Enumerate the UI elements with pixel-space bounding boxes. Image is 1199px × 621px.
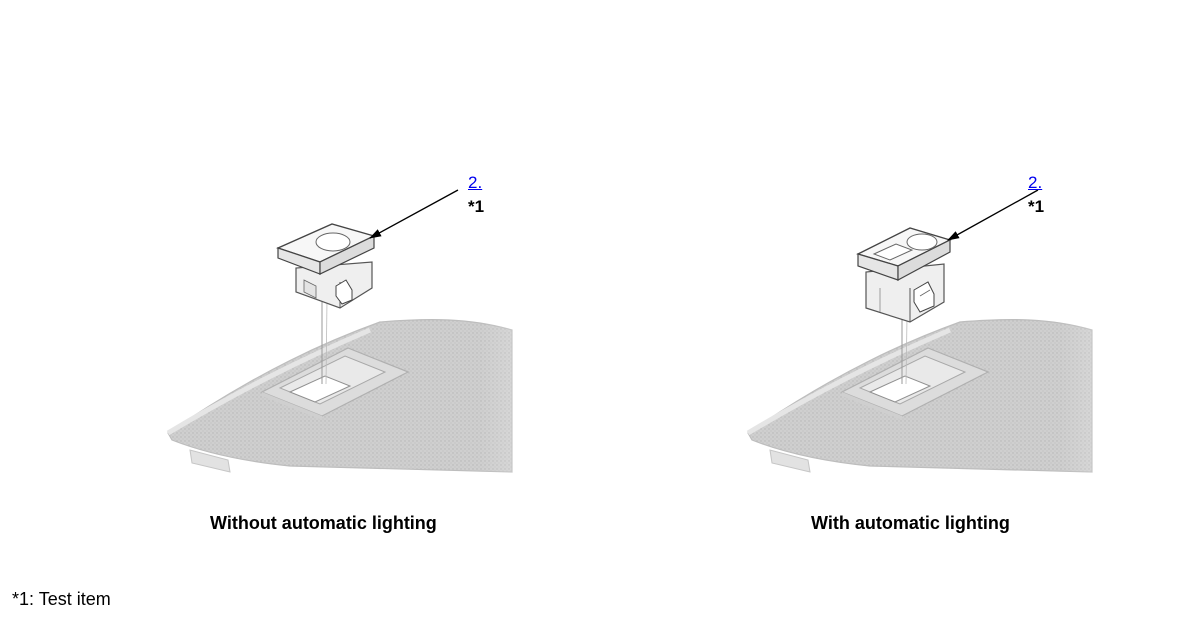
footnote-legend: *1: Test item [12, 589, 111, 609]
leader-arrow [369, 189, 459, 239]
illustration-with-automatic-lighting [580, 0, 1180, 560]
panel-without-automatic-lighting: 2. *1 Without automatic lighting [0, 0, 600, 560]
mounting-recess [260, 347, 410, 420]
illustration-without-automatic-lighting [0, 0, 600, 560]
caption: Without automatic lighting [210, 513, 437, 533]
callout-step-link[interactable]: 2. [468, 173, 483, 192]
caption: With automatic lighting [811, 513, 1010, 533]
callout-step-link[interactable]: 2. [1028, 173, 1043, 192]
leader-arrow [947, 189, 1039, 241]
callout-test-item-ref: *1 [1028, 197, 1045, 216]
switch-component [856, 227, 952, 323]
panel-with-automatic-lighting: 2. *1 With automatic lighting [580, 0, 1180, 560]
switch-component [276, 223, 376, 309]
callout-test-item-ref: *1 [468, 197, 485, 216]
mounting-recess [840, 347, 990, 420]
